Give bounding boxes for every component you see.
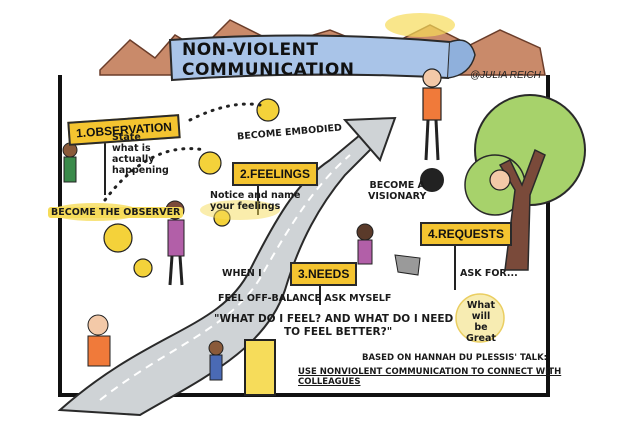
page-title: NON-VIOLENT COMMUNICATION bbox=[182, 40, 355, 80]
sign-needs: 3.NEEDS bbox=[290, 262, 358, 286]
requests-bubble-text: What will be Great bbox=[466, 300, 496, 344]
feelings-desc: Notice and name your feelings bbox=[210, 190, 301, 212]
needs-prompt: FEEL OFF-BALANCE ASK MYSELF bbox=[218, 293, 392, 304]
smile-face-icon bbox=[133, 258, 153, 278]
happy-face-icon bbox=[198, 151, 222, 175]
sad-face-icon bbox=[256, 98, 280, 122]
sign-requests: 4.REQUESTS bbox=[420, 222, 513, 246]
requests-action: BECOME A VISIONARY bbox=[368, 180, 427, 202]
footer-based-on: BASED ON HANNAH DU PLESSIS' TALK: bbox=[362, 353, 548, 363]
sun-glow bbox=[385, 13, 455, 37]
requests-ask: ASK FOR... bbox=[460, 268, 518, 279]
road-arrow bbox=[342, 116, 397, 162]
observation-action: BECOME THE OBSERVER bbox=[48, 207, 184, 218]
needs-when: WHEN I bbox=[222, 268, 262, 279]
needs-quote: "WHAT DO I FEEL? AND WHAT DO I NEED TO F… bbox=[214, 313, 454, 338]
sign-feelings: 2.FEELINGS bbox=[232, 162, 319, 186]
mirror bbox=[244, 339, 276, 396]
artist-credit: @JULIA REICH bbox=[470, 70, 541, 81]
tongue-face-icon bbox=[103, 223, 133, 253]
footer-talk-title: USE NONVIOLENT COMMUNICATION TO CONNECT … bbox=[298, 367, 562, 387]
great-bubble bbox=[455, 293, 505, 343]
frame bbox=[58, 75, 550, 397]
balance-ball bbox=[420, 168, 444, 192]
observation-desc: State what is actually happening bbox=[112, 132, 169, 176]
